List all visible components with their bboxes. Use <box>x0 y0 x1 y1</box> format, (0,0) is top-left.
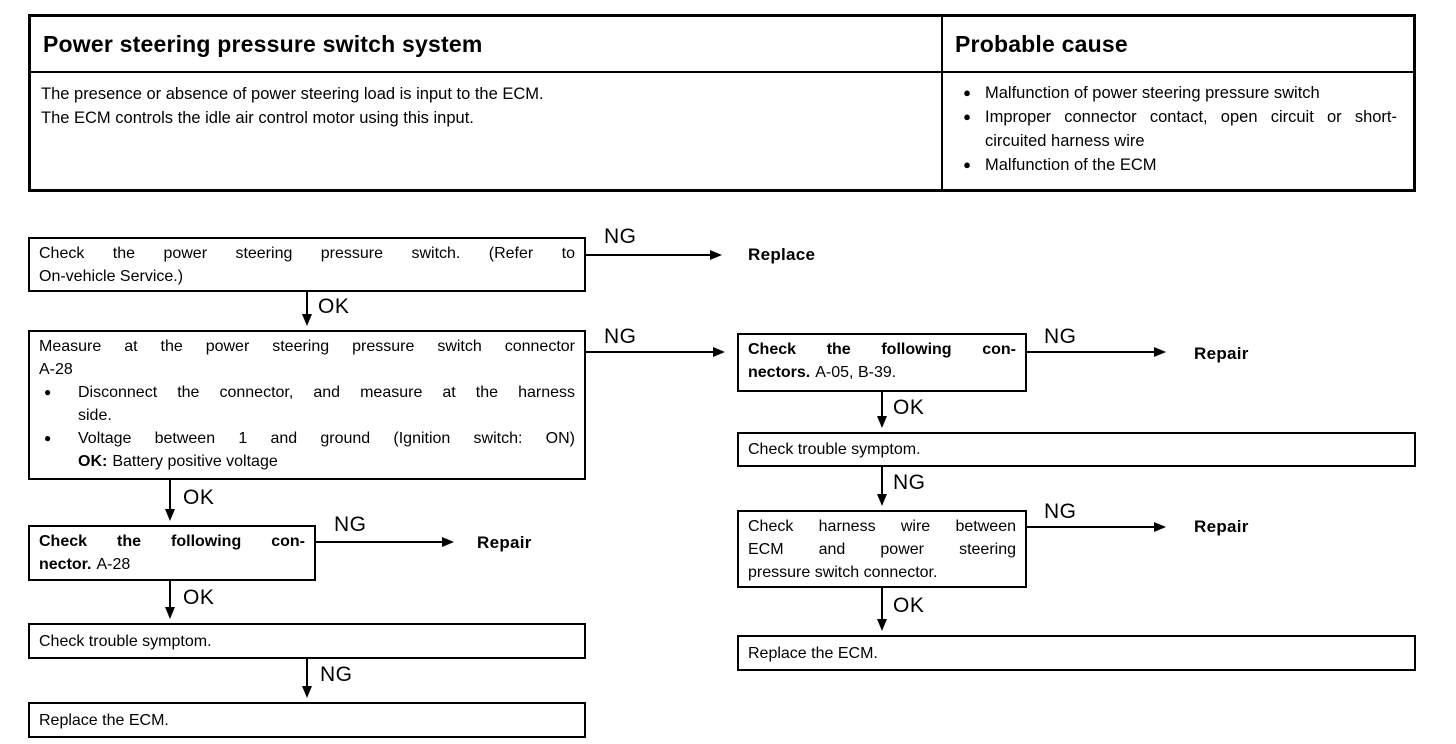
edge-label-ng: NG <box>604 225 637 248</box>
box-text-line: side. <box>78 407 112 424</box>
edge-label-ok: OK <box>183 586 215 609</box>
box-bullet-item: ● Disconnect the connector, and measure … <box>39 381 575 427</box>
terminal-repair: Repair <box>477 533 532 552</box>
terminal-repair: Repair <box>1194 517 1249 536</box>
box-text-line: ECM and power steering <box>748 541 1016 558</box>
connector-code: A-05, B-39. <box>815 364 897 381</box>
box-text-line: Measure at the power steering pressure s… <box>39 338 575 355</box>
flow-box-check-connectors-a05-b39: Check the following con- nectors.A-05, B… <box>737 333 1027 392</box>
bullet-icon: ● <box>44 431 52 445</box>
bullet-text: Disconnect the connector, and measure at… <box>78 381 575 427</box>
edge-label-ok: OK <box>183 486 215 509</box>
box-text-line: A-28 <box>39 361 73 378</box>
edge-label-ok: OK <box>318 295 350 318</box>
box-text-line: nector.A-28 <box>39 553 305 576</box>
box-text-line: Disconnect the connector, and measure at… <box>78 384 575 401</box>
probable-cause-list: ● Malfunction of power steering pressure… <box>943 73 1413 177</box>
connector-code: A-28 <box>96 556 131 573</box>
box-text-line: Replace the ECM. <box>748 644 878 662</box>
bullet-icon: ● <box>963 157 971 172</box>
box-text-line: Replace the ECM. <box>39 711 169 729</box>
system-title-cell: Power steering pressure switch system <box>31 17 941 73</box>
bullet-text: Voltage between 1 and ground (Ignition s… <box>78 427 575 473</box>
flow-box-replace-ecm-right: Replace the ECM. <box>737 635 1416 671</box>
flow-box-check-trouble-left: Check trouble symptom. <box>28 623 586 659</box>
box-text-line: Voltage between 1 and ground (Ignition s… <box>78 430 575 447</box>
system-description-cell: The presence or absence of power steerin… <box>31 73 941 189</box>
box-text-bold: nectors. <box>748 364 811 381</box>
terminal-repair: Repair <box>1194 344 1249 363</box>
ok-condition-label: OK: <box>78 453 108 470</box>
probable-cause-cell: ● Malfunction of power steering pressure… <box>941 73 1413 189</box>
box-text-line: nectors.A-05, B-39. <box>748 361 1016 384</box>
edge-label-ng: NG <box>1044 325 1077 348</box>
edge-label-ng: NG <box>604 325 637 348</box>
box-bullet-item: ● Voltage between 1 and ground (Ignition… <box>39 427 575 473</box>
edge-label-ng: NG <box>893 471 926 494</box>
box-text-line: Check trouble symptom. <box>39 632 212 650</box>
probable-cause-title-cell: Probable cause <box>941 17 1413 73</box>
system-info-table: Power steering pressure switch system Pr… <box>28 14 1416 192</box>
box-text-bold: nector. <box>39 556 92 573</box>
edge-label-ng: NG <box>1044 500 1077 523</box>
box-text-line: Check harness wire between <box>748 518 1016 535</box>
probable-cause-item: ● Malfunction of power steering pressure… <box>949 81 1407 105</box>
flow-box-check-trouble-right: Check trouble symptom. <box>737 432 1416 467</box>
system-title: Power steering pressure switch system <box>43 30 483 57</box>
box-text-line: pressure switch connector. <box>748 564 938 581</box>
box-text-line: Check the following con- <box>39 533 305 550</box>
flow-box-check-harness-wire: Check harness wire between ECM and power… <box>737 510 1027 588</box>
probable-cause-text: Malfunction of power steering pressure s… <box>985 84 1320 102</box>
system-description-line1: The presence or absence of power steerin… <box>41 85 544 103</box>
flow-box-check-switch: Check the power steering pressure switch… <box>28 237 586 292</box>
ok-condition-text: Battery positive voltage <box>112 453 278 470</box>
edge-label-ng: NG <box>320 663 353 686</box>
probable-cause-text: Malfunction of the ECM <box>985 156 1157 174</box>
box-text-line: OK:Battery positive voltage <box>78 450 575 473</box>
flow-box-measure-connector: Measure at the power steering pressure s… <box>28 330 586 480</box>
probable-cause-title: Probable cause <box>955 30 1128 57</box>
bullet-icon: ● <box>963 85 971 100</box>
edge-label-ok: OK <box>893 396 925 419</box>
edge-label-ok: OK <box>893 594 925 617</box>
terminal-replace: Replace <box>748 245 816 264</box>
box-text-line: Check trouble symptom. <box>748 441 921 458</box>
probable-cause-text: Improper connector contact, open circuit… <box>985 108 1397 150</box>
flow-box-check-connector-a28: Check the following con- nector.A-28 <box>28 525 316 581</box>
system-description-line2: The ECM controls the idle air control mo… <box>41 109 474 127</box>
box-text-line: Check the power steering pressure switch… <box>39 245 575 262</box>
bullet-icon: ● <box>44 385 52 399</box>
probable-cause-item: ● Malfunction of the ECM <box>949 153 1407 177</box>
edge-label-ng: NG <box>334 513 367 536</box>
probable-cause-item: ● Improper connector contact, open circu… <box>949 105 1407 153</box>
box-text-line: Check the following con- <box>748 341 1016 358</box>
box-text-line: On-vehicle Service.) <box>39 268 184 285</box>
bullet-icon: ● <box>963 109 971 124</box>
flow-box-replace-ecm-left: Replace the ECM. <box>28 702 586 738</box>
